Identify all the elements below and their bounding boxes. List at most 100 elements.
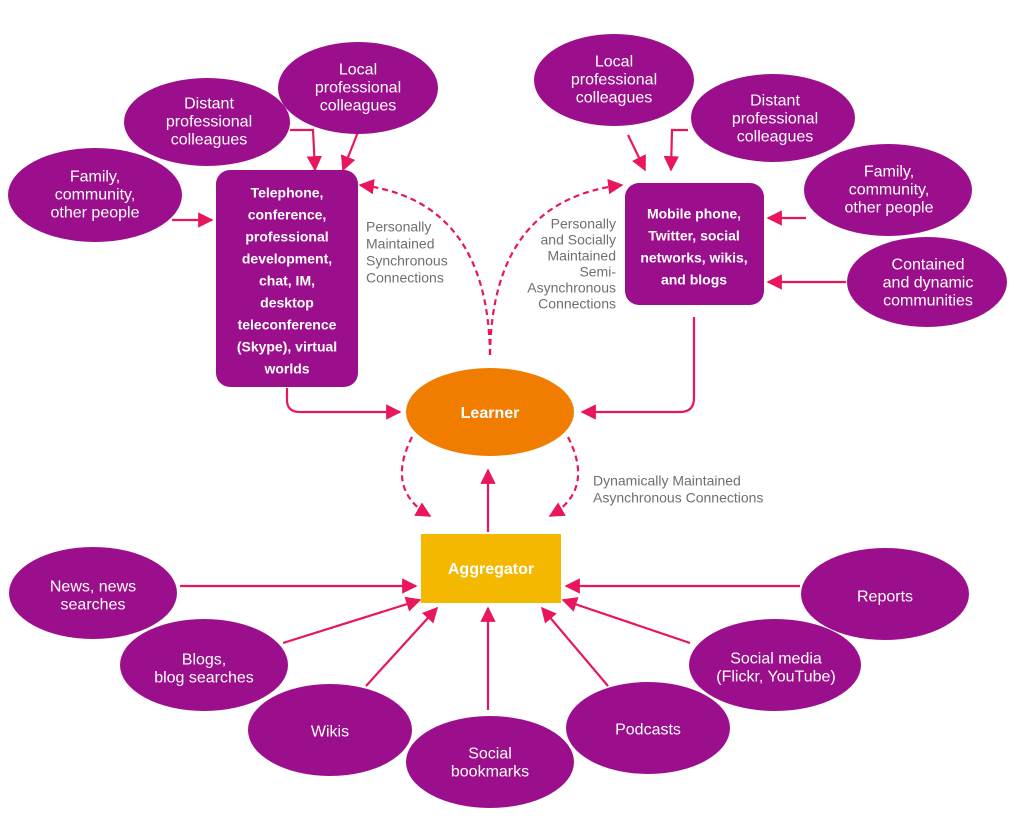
text-line: professional xyxy=(732,110,818,127)
arrow-tr-local-to-semi xyxy=(627,134,646,172)
text-line: Maintained xyxy=(548,248,617,264)
text-line: colleagues xyxy=(320,97,397,114)
text-line: Family, xyxy=(70,168,120,185)
text-line: worlds xyxy=(263,361,309,377)
text-line: Telephone, xyxy=(251,185,324,201)
text-line: News, news xyxy=(50,578,136,595)
text-line: networks, wikis, xyxy=(640,250,747,266)
text-line: Semi- xyxy=(579,264,616,280)
text-line: Social media xyxy=(730,650,822,667)
text-line: Mobile phone, xyxy=(647,206,741,222)
text-line: Podcasts xyxy=(615,721,681,738)
text-line: and blogs xyxy=(661,272,727,288)
text-line: bookmarks xyxy=(451,763,529,780)
text-line: (Skype), virtual xyxy=(237,339,337,355)
text-line: Maintained xyxy=(366,235,435,251)
aggregator-box xyxy=(421,534,561,603)
connectors xyxy=(172,128,846,710)
text-line: colleagues xyxy=(171,131,248,148)
text-line: community, xyxy=(849,181,930,198)
arrow-tl-local-to-sync xyxy=(340,131,360,172)
text-line: teleconference xyxy=(238,317,337,333)
podcasts-oval xyxy=(566,682,730,774)
dashed-learner-to-agg-left xyxy=(400,436,432,517)
text-line: Connections xyxy=(366,269,444,285)
text-line: Twitter, social xyxy=(648,228,740,244)
wikis-text: Wikis xyxy=(311,723,349,740)
text-line: community, xyxy=(55,186,136,203)
text-line: chat, IM, xyxy=(259,273,315,289)
text-line: Synchronous xyxy=(366,252,448,268)
text-line: Asynchronous xyxy=(527,280,616,296)
podcasts-text: Podcasts xyxy=(615,721,681,738)
social-bookmarks-oval xyxy=(406,716,574,808)
text-line: Connections xyxy=(538,296,616,312)
text-line: searches xyxy=(61,596,126,613)
arrow-semi-to-learner xyxy=(580,317,696,420)
tr-distant-colleagues-oval xyxy=(691,74,855,162)
text-line: professional xyxy=(245,229,328,245)
text-line: Local xyxy=(595,53,633,70)
arrow-tr-distant-to-semi xyxy=(663,128,688,172)
text-line: and dynamic xyxy=(883,274,974,291)
text-line: colleagues xyxy=(737,128,814,145)
text-line: desktop xyxy=(260,295,314,311)
wikis-oval xyxy=(248,684,412,776)
text-line: other people xyxy=(845,199,934,216)
tl-family-text: Family,community,other people xyxy=(51,168,140,221)
arrow-sync-to-learner xyxy=(285,388,402,420)
social-media-oval xyxy=(689,619,861,711)
blogs-oval xyxy=(120,619,288,711)
semi-channels-box xyxy=(625,183,764,305)
text-line: Asynchronous Connections xyxy=(593,489,763,505)
text-line: blog searches xyxy=(154,669,254,686)
text-line: Social xyxy=(468,745,512,762)
text-line: professional xyxy=(315,79,401,96)
dashed-learner-to-agg-right xyxy=(548,436,580,517)
text-line: Personally xyxy=(366,218,431,234)
text-line: colleagues xyxy=(576,89,653,106)
tl-local-colleagues-oval xyxy=(278,42,438,134)
arrow-socialmedia-to-agg xyxy=(561,597,691,645)
tl-distant-colleagues-oval xyxy=(124,78,290,166)
sync-channels-box xyxy=(216,170,358,387)
text-line: communities xyxy=(883,292,973,309)
sync-channels-text: Telephone, conference, professional develop… xyxy=(237,185,337,377)
text-line: Blogs, xyxy=(182,651,226,668)
text-line: professional xyxy=(571,71,657,88)
reports-text: Reports xyxy=(857,588,913,605)
reports-oval xyxy=(801,548,969,640)
aggregator-text: Aggregator xyxy=(448,561,534,578)
arrow-blogs-to-agg xyxy=(282,596,422,645)
text-line: Wikis xyxy=(311,723,349,740)
social-media-text: Social media(Flickr, YouTube) xyxy=(716,650,835,685)
text-line: (Flickr, YouTube) xyxy=(716,668,835,685)
arrow-tl-distant-to-sync xyxy=(290,128,322,172)
tr-family-text: Family,community,other people xyxy=(845,163,934,216)
text-line: Family, xyxy=(864,163,914,180)
text-line: Local xyxy=(339,61,377,78)
blogs-text: Blogs,blog searches xyxy=(154,651,254,686)
arrow-podcasts-to-agg xyxy=(541,606,609,687)
text-line: Dynamically Maintained xyxy=(593,472,741,488)
semi-channels-text: Mobile phone, Twitter, social networks, wi… xyxy=(640,206,747,288)
text-line: Reports xyxy=(857,588,913,605)
text-line: Personally xyxy=(551,216,616,232)
arrow-wikis-to-agg xyxy=(365,606,439,687)
text-line: conference, xyxy=(248,207,327,223)
tr-communities-oval xyxy=(847,237,1007,327)
text-line: development, xyxy=(242,251,332,267)
news-oval xyxy=(9,547,177,639)
text-line: and Socially xyxy=(541,232,617,248)
learner-oval xyxy=(406,368,574,456)
tl-family-oval xyxy=(8,148,182,242)
